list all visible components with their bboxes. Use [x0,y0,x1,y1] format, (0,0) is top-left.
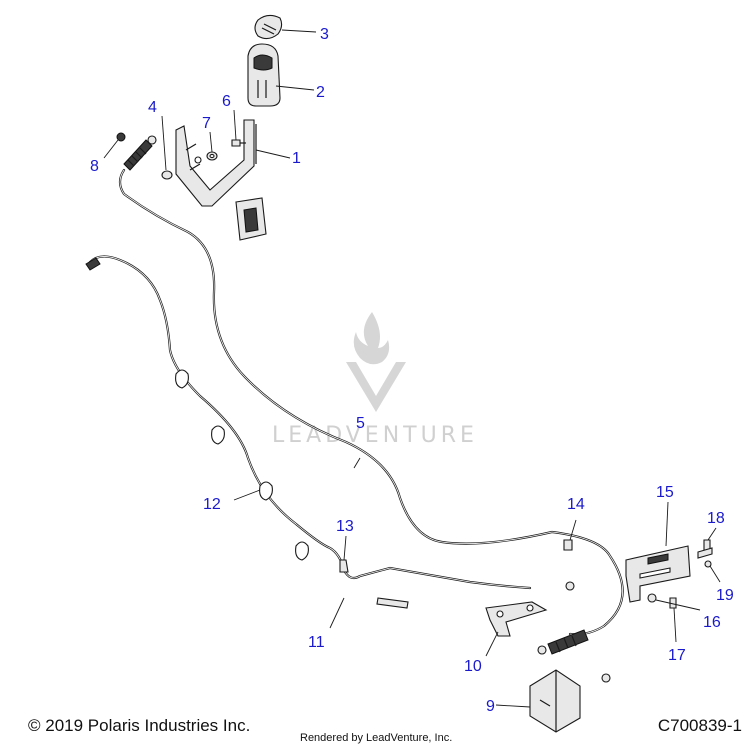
callout-18: 18 [707,510,725,527]
part-9-lower-bracket [529,669,581,733]
cable-spring [537,629,589,655]
callout-15: 15 [656,484,674,501]
diagram-code: C700839-1 [657,716,742,735]
rendered-by-text: Rendered by LeadVenture, Inc. [300,732,453,744]
spacer [697,547,713,559]
callout-2: 2 [316,84,325,101]
watermark-text: LEADVENTURE [272,423,478,448]
callout-5: 5 [356,415,365,432]
callout-19: 19 [716,587,734,604]
part-2-pedal-pad [247,43,281,107]
pedal-plate [235,197,267,241]
callout-7: 7 [202,115,211,132]
callout-1: 1 [292,150,301,167]
part-7-nut [206,151,218,161]
part-17-bolt [669,597,677,609]
part-10-bracket [485,601,548,637]
part-16-washer [647,593,657,603]
callout-12: 12 [203,496,221,513]
callout-11: 11 [308,634,325,651]
cable-sleeve [376,597,409,609]
part-4-washer [161,170,173,180]
part-3-cap [254,14,283,40]
callout-10: 10 [464,658,482,675]
callout-3: 3 [320,26,329,43]
part-14-bolt [563,539,573,551]
callout-8: 8 [90,158,99,175]
callout-16: 16 [703,614,721,631]
callout-13: 13 [336,518,354,535]
part-13-fitting [339,559,349,573]
part-6-bolt [231,139,246,147]
cable-nut-lower [601,673,611,683]
leadventure-watermark: LEADVENTURE [272,312,478,448]
callout-14: 14 [567,496,585,513]
callout-labels: 3 2 1 4 6 7 8 5 9 10 11 12 13 14 15 16 1… [90,26,734,715]
cable-nut [565,581,575,591]
copyright-text: © 2019 Polaris Industries Inc. [28,716,251,735]
part-8-nut [116,132,126,142]
part-12-secondary-cable [85,255,532,590]
callout-17: 17 [668,647,686,664]
callout-4: 4 [148,99,157,116]
callout-6: 6 [222,93,231,110]
cable-spring-end [123,135,157,171]
part-15-mount-bracket [625,545,691,603]
leader-lines [103,29,721,708]
part-5-main-cable [118,168,624,636]
part-1-pedal-bracket [175,119,257,207]
callout-9: 9 [486,698,495,715]
part-19-nut [704,560,712,568]
